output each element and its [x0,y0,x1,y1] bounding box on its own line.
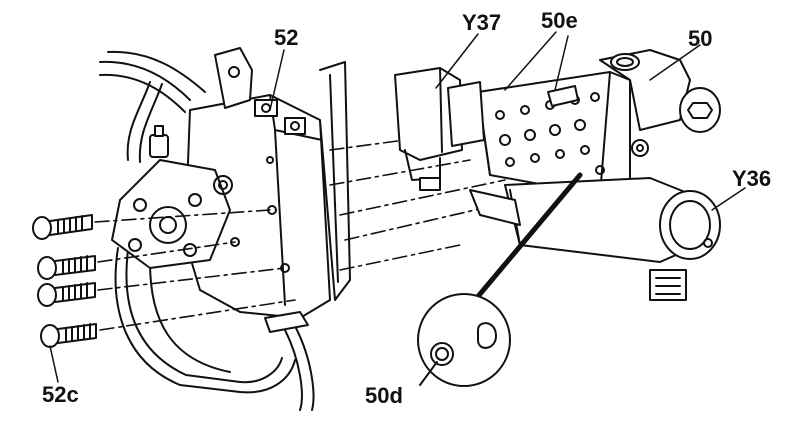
label-leaders [49,31,746,383]
label-y37: Y37 [462,10,502,35]
label-50e: 50e [541,8,578,33]
label-52: 52 [274,25,299,50]
screws-52c [32,214,97,348]
label-52c: 52c [42,382,79,407]
label-50: 50 [688,26,713,51]
detail-50d [417,293,511,387]
pump-52 [111,47,351,333]
valve-block-50 [469,49,721,301]
solenoid-y37 [394,67,485,191]
hydraulic-pipes [99,50,315,411]
label-y36: Y36 [732,166,772,191]
detail-leader [472,172,583,303]
label-50d: 50d [365,383,403,408]
